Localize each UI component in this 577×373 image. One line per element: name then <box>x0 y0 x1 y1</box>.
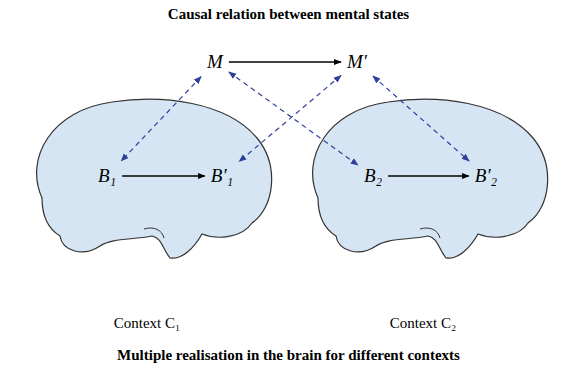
state-symbol: B′₂ <box>473 165 499 187</box>
state-node: B₁ <box>96 165 118 187</box>
state-symbol: M <box>205 51 225 73</box>
state-symbol: M′ <box>345 51 369 73</box>
causal-arrow <box>122 175 205 176</box>
context-label: Context C₂ <box>288 315 558 332</box>
brain-outline <box>12 88 282 278</box>
causal-arrow <box>388 175 469 176</box>
state-node: B′₁ <box>209 165 235 187</box>
brain-context: Context C₂ B₂ B′₂ <box>288 88 558 343</box>
state-node: M′ <box>345 51 369 73</box>
context-label: Context C₁ <box>12 315 282 332</box>
brain-context: Context C₁ B₁ B′₁ <box>12 88 282 343</box>
diagram-caption: Multiple realisation in the brain for di… <box>0 347 577 364</box>
brain-outline <box>288 88 558 278</box>
state-symbol: B₁ <box>96 165 118 187</box>
state-node: M <box>205 51 225 73</box>
state-symbol: B₂ <box>362 165 384 187</box>
diagram-title: Causal relation between mental states <box>0 6 577 23</box>
causal-arrow <box>229 61 341 62</box>
state-node: B₂ <box>362 165 384 187</box>
state-symbol: B′₁ <box>209 165 235 187</box>
state-node: B′₂ <box>473 165 499 187</box>
